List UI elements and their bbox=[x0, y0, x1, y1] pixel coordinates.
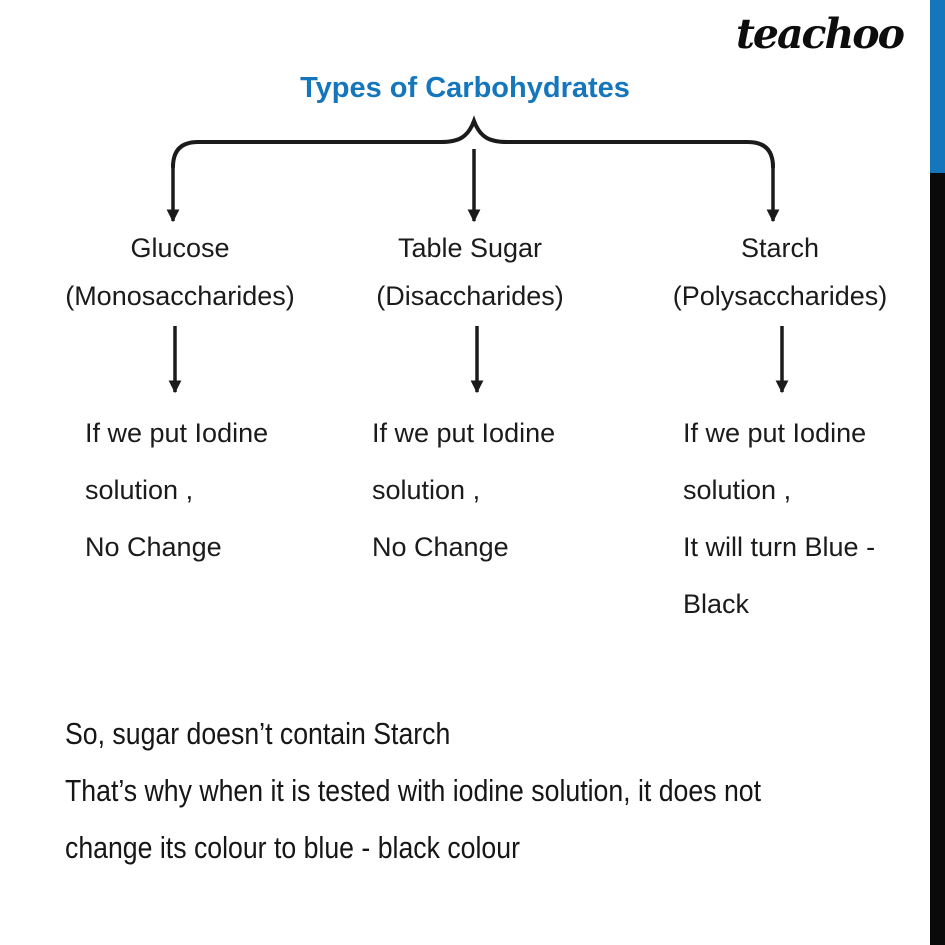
column-header-starch: Starch (Polysaccharides) bbox=[630, 224, 930, 320]
result-text-glucose: If we put Iodine solution , No Change bbox=[85, 405, 268, 576]
result-line: solution , bbox=[683, 475, 792, 505]
column-subtitle: (Polysaccharides) bbox=[672, 281, 888, 311]
result-line: If we put Iodine bbox=[85, 418, 269, 448]
result-line: If we put Iodine bbox=[372, 418, 556, 448]
result-text-starch: If we put Iodine solution , It will turn… bbox=[683, 405, 875, 633]
column-name: Table Sugar bbox=[397, 233, 543, 263]
conclusion-line: change its colour to blue - black colour bbox=[65, 830, 520, 865]
result-line: No Change bbox=[372, 532, 509, 562]
accent-bar-black bbox=[930, 173, 945, 945]
conclusion-paragraph: So, sugar doesn’t contain Starch That’s … bbox=[65, 705, 874, 876]
column-subtitle: (Monosaccharides) bbox=[65, 281, 295, 311]
column-header-glucose: Glucose (Monosaccharides) bbox=[30, 224, 330, 320]
column-header-table-sugar: Table Sugar (Disaccharides) bbox=[320, 224, 620, 320]
conclusion-line: So, sugar doesn’t contain Starch bbox=[65, 716, 451, 751]
result-line: solution , bbox=[85, 475, 194, 505]
brace-top bbox=[171, 115, 775, 169]
page-title: Types of Carbohydrates bbox=[300, 72, 630, 104]
column-subtitle: (Disaccharides) bbox=[376, 281, 564, 311]
column-name: Starch bbox=[740, 233, 820, 263]
result-line: It will turn Blue - bbox=[683, 532, 876, 562]
result-text-table-sugar: If we put Iodine solution , No Change bbox=[372, 405, 555, 576]
result-line: solution , bbox=[372, 475, 481, 505]
result-line: No Change bbox=[85, 532, 222, 562]
conclusion-line: That’s why when it is tested with iodine… bbox=[65, 773, 762, 808]
result-line: Black bbox=[683, 589, 750, 619]
column-name: Glucose bbox=[130, 233, 230, 263]
accent-bar-blue bbox=[930, 0, 945, 173]
teachoo-logo: teachoo bbox=[735, 10, 905, 58]
result-line: If we put Iodine bbox=[683, 418, 867, 448]
